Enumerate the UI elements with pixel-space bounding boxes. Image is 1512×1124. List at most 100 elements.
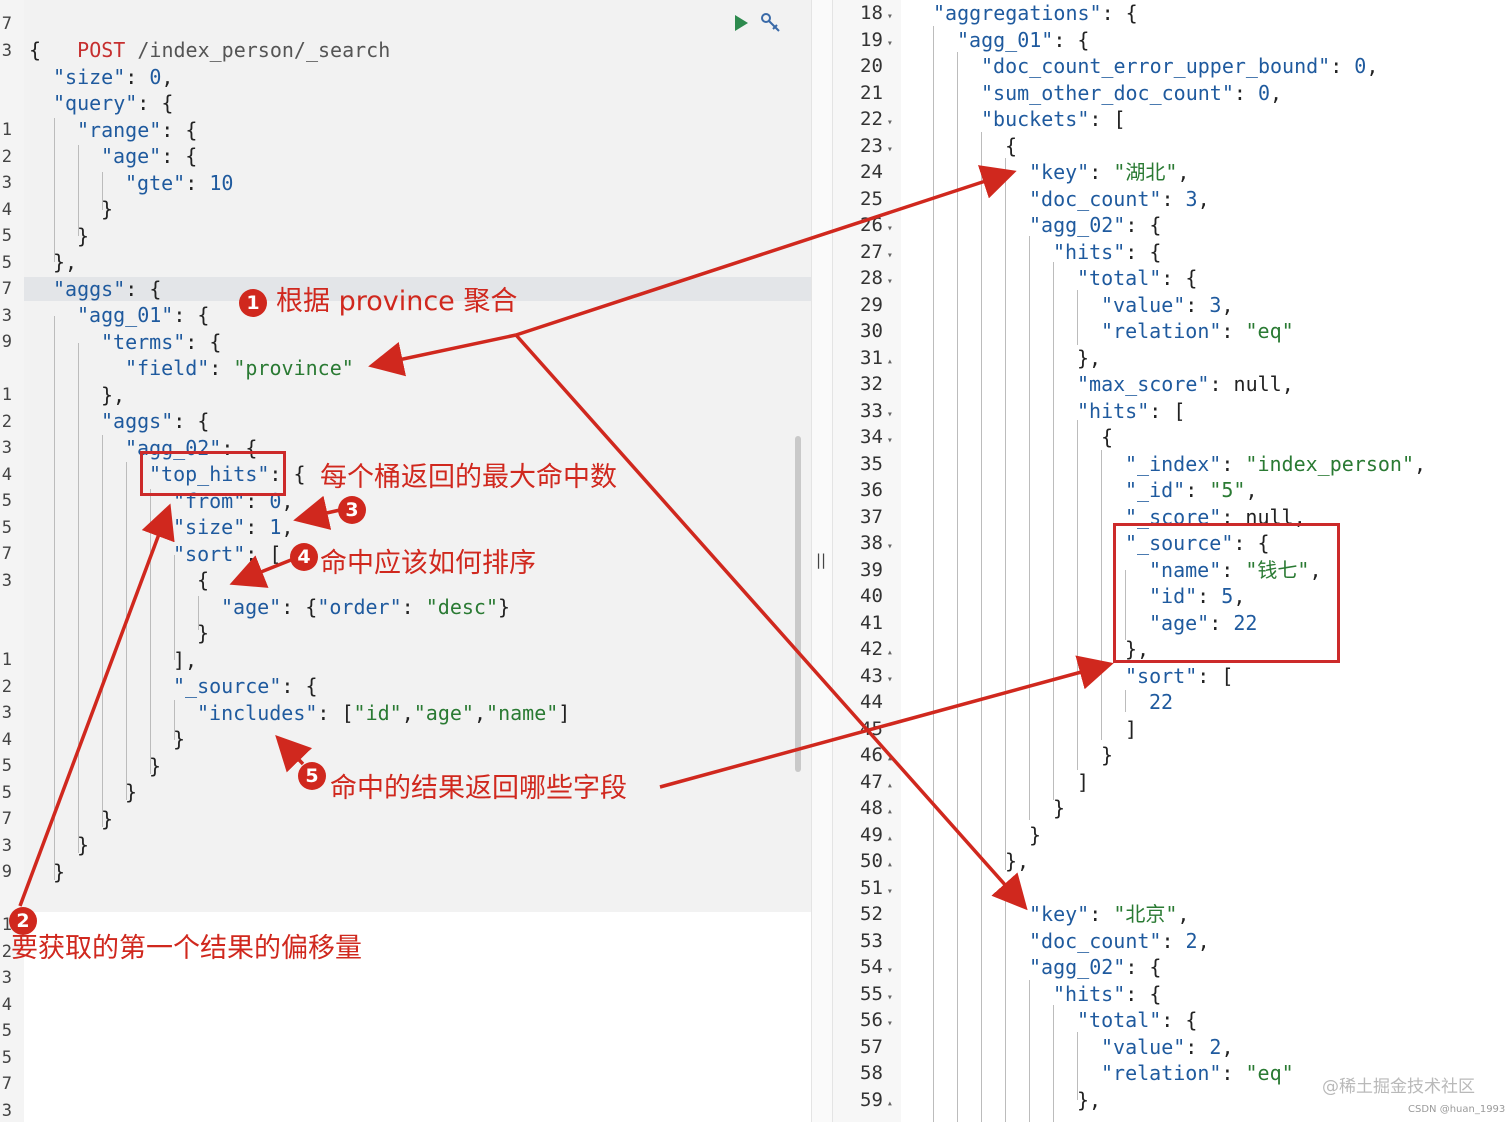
code-token: , [1309,557,1322,582]
fold-end-icon[interactable]: ▴ [886,779,893,791]
request-line-header[interactable]: POST /index_person/_search [29,11,390,62]
code-token: "size" [173,515,246,539]
request-code-line[interactable]: } [77,223,89,249]
request-code-line[interactable]: "query": { [53,90,173,116]
request-code-line[interactable]: "age": { [101,143,197,169]
code-token: : { [1053,27,1090,52]
request-scrollbar[interactable] [795,436,801,772]
request-code-line[interactable]: } [101,196,113,222]
code-token: { [1101,425,1114,449]
code-token: "key" [1029,160,1090,184]
code-token: "agg_01" [77,303,174,327]
fold-end-icon[interactable]: ▴ [886,1097,893,1109]
code-token: "钱七" [1245,557,1310,582]
code-token: : [ [245,541,282,566]
request-code-line[interactable]: "size": 1, [173,514,293,540]
request-code-line[interactable]: "includes": ["id","age","name"] [197,700,570,726]
fold-collapse-icon[interactable]: ▾ [886,249,893,261]
wrench-settings-icon[interactable] [759,11,783,35]
fold-end-icon[interactable]: ▴ [886,806,893,817]
code-token: "from" [173,488,246,513]
code-token: } [101,197,114,221]
fold-collapse-icon[interactable]: ▾ [886,1018,893,1029]
response-code-line: "total": { [1077,265,1197,291]
fold-collapse-icon[interactable]: ▾ [886,37,893,49]
request-code-line[interactable]: { [29,37,41,63]
request-code-line[interactable]: "range": { [77,117,197,143]
request-code-line[interactable]: }, [101,382,125,408]
divider-handle[interactable]: || [816,551,827,569]
fold-collapse-icon[interactable]: ▾ [886,408,893,420]
request-code-line[interactable]: "agg_01": { [77,302,209,328]
code-token: "sort" [173,541,246,566]
code-token: : { [1161,1008,1198,1032]
request-code-line[interactable]: "aggs": { [53,276,161,302]
fold-collapse-icon[interactable]: ▾ [886,435,893,446]
response-line-number: 55▾ [860,982,893,1005]
request-code-line[interactable]: "aggs": { [101,408,209,434]
code-token: "aggs" [53,276,126,301]
response-code-line: "buckets": [ [981,106,1126,132]
code-token: "aggregations" [933,1,1102,25]
response-line-number: 59▴ [860,1088,893,1111]
request-code-line[interactable]: "field": "province" [125,355,354,381]
request-code-line[interactable]: "size": 0, [53,64,173,90]
request-line-number: 3 [1,438,12,458]
code-token: : { [185,329,222,354]
code-token: : { [173,409,210,433]
response-code-line: 22 [1149,689,1173,715]
request-line-number: 1 [1,650,12,670]
fold-collapse-icon[interactable]: ▾ [886,276,893,287]
request-line-number: 3 [1,968,12,988]
fold-collapse-icon[interactable]: ▾ [886,143,893,155]
code-token: ] [1077,769,1090,794]
request-line-number: 3 [1,570,12,591]
code-token: } [497,594,511,619]
fold-collapse-icon[interactable]: ▾ [886,117,893,128]
code-token: "_source" [1125,531,1234,555]
fold-end-icon[interactable]: ▴ [886,753,893,764]
indent-guide [102,172,103,210]
request-code-line[interactable]: } [173,726,185,752]
code-token: "field" [125,356,210,380]
fold-collapse-icon[interactable]: ▾ [886,11,893,22]
fold-end-icon[interactable]: ▴ [886,647,893,658]
response-line-number: 25 [860,187,883,210]
response-code-line: "_index": "index_person", [1125,451,1426,477]
request-line-number: 1 [1,915,12,935]
request-code-line[interactable]: "terms": { [101,329,221,355]
response-line-number: 37 [860,505,883,528]
code-token: , [1366,54,1379,78]
response-code-line: "_source": { [1125,530,1270,556]
request-code-line[interactable]: "gte": 10 [125,170,233,196]
indent-guide [174,700,175,740]
code-token: "name" [1149,557,1222,582]
fold-end-icon[interactable]: ▴ [886,355,893,367]
request-code-line[interactable]: }, [53,249,77,275]
response-line-number: 49▴ [860,823,893,846]
code-token: "doc_count" [1029,928,1162,953]
fold-collapse-icon[interactable]: ▾ [886,673,893,685]
request-code-line[interactable]: { [197,567,209,593]
fold-collapse-icon[interactable]: ▾ [886,223,893,234]
fold-collapse-icon[interactable]: ▾ [886,541,893,552]
request-code-line[interactable]: "top_hits": { [149,461,306,487]
response-code-line: "aggregations": { [933,0,1138,26]
response-line-number: 27▾ [860,240,893,263]
fold-collapse-icon[interactable]: ▾ [886,965,893,976]
request-code-line[interactable]: "age": {"order": "desc"} [221,594,510,620]
response-code-line: "doc_count": 2, [1029,928,1210,954]
fold-collapse-icon[interactable]: ▾ [886,885,893,897]
run-request-icon[interactable] [733,14,749,32]
response-line-number: 56▾ [860,1009,893,1031]
request-code-line[interactable]: ], [173,647,197,673]
fold-collapse-icon[interactable]: ▾ [886,991,893,1003]
request-code-line[interactable]: } [197,620,209,646]
indent-guide [1125,570,1126,640]
code-token: , [161,64,174,89]
fold-end-icon[interactable]: ▴ [886,859,893,870]
request-code-line[interactable]: "sort": [ [173,541,281,567]
request-code-line[interactable]: "_source": { [173,673,318,699]
fold-end-icon[interactable]: ▴ [886,832,893,844]
response-code-line: "value": 2, [1101,1034,1233,1060]
